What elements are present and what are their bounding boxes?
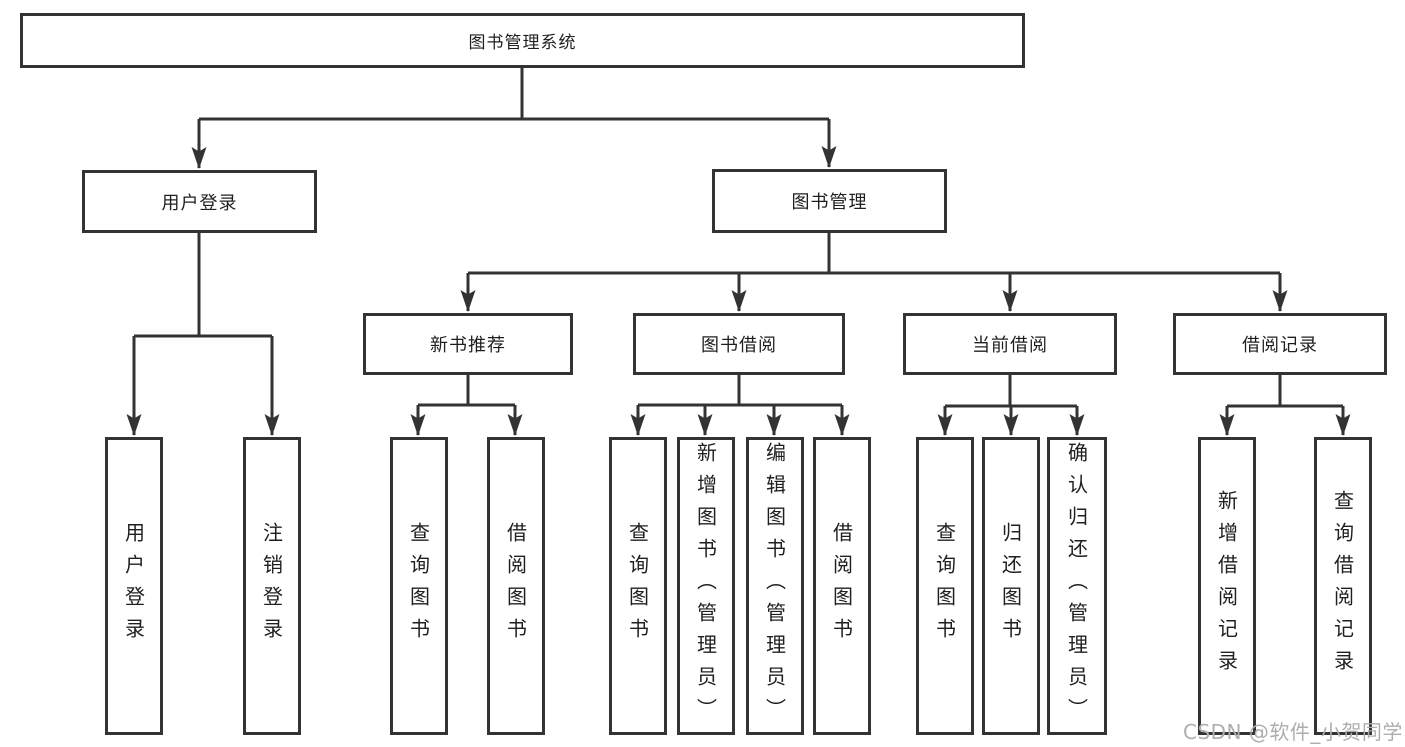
csdn-watermark: CSDN @软件_小贺同学 (1183, 720, 1403, 744)
node-new-book-recommend: 新书推荐 (363, 313, 573, 375)
leaf-add-borrow-record: 新增借阅记录 (1198, 437, 1256, 735)
leaf-user-login: 用户登录 (105, 437, 163, 735)
leaf-query-books-recommend-label: 查询图书 (406, 522, 431, 650)
leaf-query-books-borrowing: 查询图书 (609, 437, 667, 735)
leaf-logout: 注销登录 (243, 437, 301, 735)
node-book-management-label: 图书管理 (791, 192, 868, 213)
leaf-query-books-recommend: 查询图书 (390, 437, 448, 735)
leaf-borrow-books-borrowing: 借阅图书 (813, 437, 871, 735)
leaf-return-book-label: 归还图书 (998, 522, 1023, 650)
leaf-borrow-books-recommend: 借阅图书 (487, 437, 545, 735)
node-book-borrowing: 图书借阅 (633, 313, 845, 375)
node-borrowing-records-label: 借阅记录 (1242, 335, 1318, 356)
node-root-label: 图书管理系统 (468, 33, 577, 53)
leaf-add-borrow-record-label: 新增借阅记录 (1214, 490, 1239, 682)
arrows-level3 (460, 273, 1288, 312)
node-book-borrowing-label: 图书借阅 (701, 335, 777, 356)
arrows-level2 (191, 119, 837, 169)
leaf-add-book-admin-label: 新增图书（管理员） (693, 442, 718, 730)
leaf-query-books-current-label: 查询图书 (932, 522, 957, 650)
leaf-logout-label: 注销登录 (259, 522, 284, 650)
leaf-borrow-books-borrowing-label: 借阅图书 (829, 522, 854, 650)
node-user-login: 用户登录 (82, 170, 317, 233)
leaf-confirm-return-admin: 确认归还（管理员） (1047, 437, 1107, 735)
leaf-confirm-return-admin-label: 确认归还（管理员） (1064, 442, 1089, 730)
node-borrowing-records: 借阅记录 (1173, 313, 1387, 375)
leaf-add-book-admin: 新增图书（管理员） (677, 437, 735, 735)
node-root: 图书管理系统 (20, 13, 1025, 68)
node-current-borrowing: 当前借阅 (903, 313, 1117, 375)
leaf-borrow-books-recommend-label: 借阅图书 (503, 522, 528, 650)
node-new-book-recommend-label: 新书推荐 (430, 335, 506, 356)
leaf-user-login-label: 用户登录 (121, 522, 146, 650)
leaf-query-borrow-record: 查询借阅记录 (1314, 437, 1372, 735)
node-book-management: 图书管理 (712, 169, 947, 233)
leaf-edit-book-admin: 编辑图书（管理员） (746, 437, 804, 735)
leaf-query-books-borrowing-label: 查询图书 (625, 522, 650, 650)
leaf-edit-book-admin-label: 编辑图书（管理员） (762, 442, 787, 730)
node-current-borrowing-label: 当前借阅 (972, 335, 1048, 356)
leaf-query-books-current: 查询图书 (916, 437, 974, 735)
leaf-query-borrow-record-label: 查询借阅记录 (1330, 490, 1355, 682)
node-user-login-label: 用户登录 (161, 192, 238, 214)
leaf-return-book: 归还图书 (982, 437, 1040, 735)
